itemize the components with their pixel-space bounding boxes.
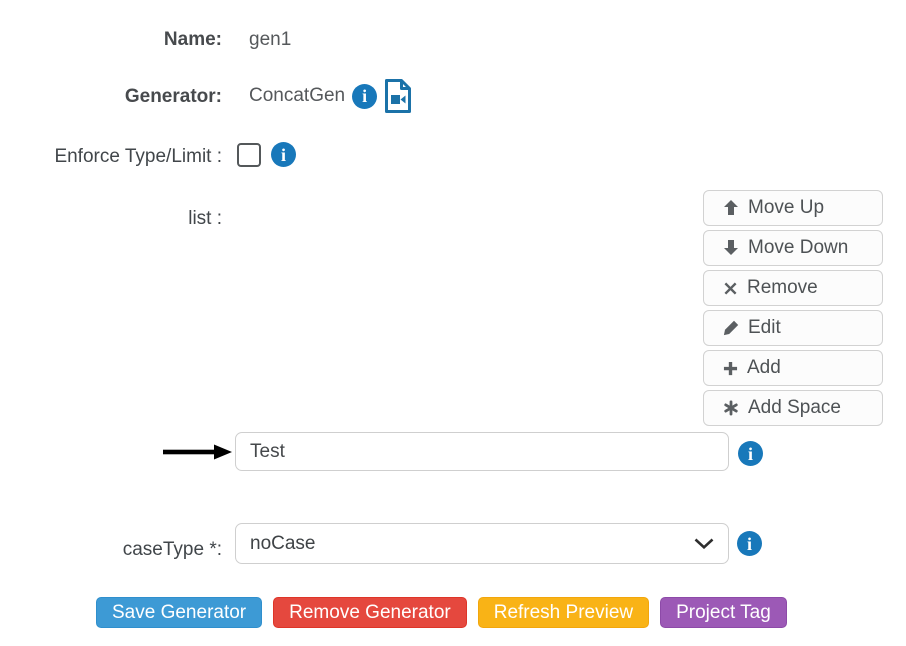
pencil-icon xyxy=(723,320,739,336)
add-space-label: Add Space xyxy=(748,397,841,418)
action-button-row: Save Generator Remove Generator Refresh … xyxy=(96,597,787,628)
annotation-arrow-icon xyxy=(163,444,232,460)
enforce-type-limit-checkbox[interactable] xyxy=(237,143,261,167)
arrow-thick-up-icon xyxy=(724,200,738,215)
add-space-button[interactable]: Add Space xyxy=(703,390,883,426)
info-icon[interactable]: i xyxy=(271,142,296,167)
info-icon[interactable]: i xyxy=(352,83,378,109)
arrow-thick-down-icon xyxy=(724,240,738,255)
enforce-type-limit-label: Enforce Type/Limit : xyxy=(54,146,222,167)
generator-value: ConcatGen xyxy=(249,85,346,106)
move-up-label: Move Up xyxy=(748,197,825,218)
refresh-preview-button[interactable]: Refresh Preview xyxy=(477,597,650,628)
save-generator-button[interactable]: Save Generator xyxy=(96,597,263,628)
remove-generator-button[interactable]: Remove Generator xyxy=(273,597,467,628)
generator-value-row: ConcatGen i xyxy=(249,79,412,113)
name-value: gen1 xyxy=(249,29,292,50)
project-tag-button[interactable]: Project Tag xyxy=(660,597,787,628)
x-icon xyxy=(724,282,737,294)
list-button-column: Move Up Move Down Remove Edit Add xyxy=(703,190,883,426)
info-icon[interactable]: i xyxy=(737,531,762,556)
remove-label: Remove xyxy=(747,277,818,298)
case-type-label: caseType *: xyxy=(122,539,222,560)
name-label: Name: xyxy=(163,29,222,50)
edit-label: Edit xyxy=(748,317,781,338)
chevron-down-icon xyxy=(694,538,714,549)
generator-label: Generator: xyxy=(124,86,222,107)
add-button[interactable]: Add xyxy=(703,350,883,386)
plus-icon xyxy=(723,361,738,375)
case-type-selected-value: noCase xyxy=(250,532,316,554)
info-icon[interactable]: i xyxy=(738,441,763,466)
asterisk-icon xyxy=(724,400,738,416)
remove-button[interactable]: Remove xyxy=(703,270,883,306)
file-video-icon[interactable] xyxy=(384,79,412,113)
list-item-input[interactable] xyxy=(235,432,729,471)
edit-button[interactable]: Edit xyxy=(703,310,883,346)
add-label: Add xyxy=(747,357,781,378)
move-down-button[interactable]: Move Down xyxy=(703,230,883,266)
case-type-select[interactable]: noCase xyxy=(235,523,729,564)
list-label: list : xyxy=(188,208,222,229)
move-up-button[interactable]: Move Up xyxy=(703,190,883,226)
move-down-label: Move Down xyxy=(748,237,849,258)
